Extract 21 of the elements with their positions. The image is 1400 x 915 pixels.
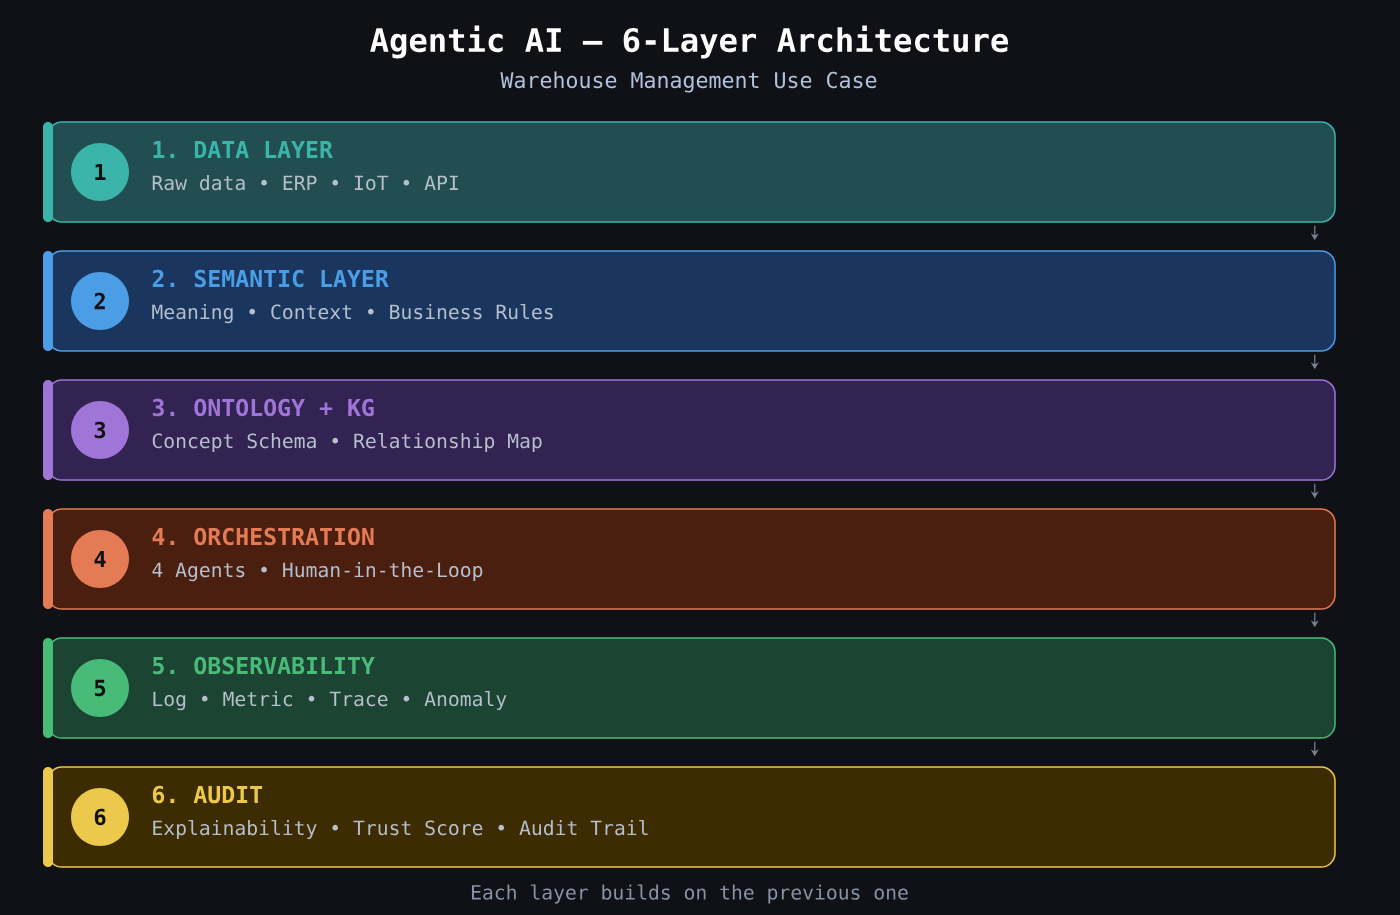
layer-description: Log • Metric • Trace • Anomaly <box>153 690 507 711</box>
layer-title: 2. SEMANTIC LAYER <box>152 269 389 288</box>
layer-box <box>43 250 1336 352</box>
caption: Each layer builds on the previous one <box>471 884 908 904</box>
layer-title: 1. DATA LAYER <box>153 141 333 158</box>
layer-box <box>43 637 1336 739</box>
layer-description: Raw data • ERP • IoT • API <box>152 175 458 191</box>
layer-description: 4 Agents • Human-in-the-Loop <box>152 562 483 582</box>
layer-box <box>43 508 1336 610</box>
layer-title: 6. AUDIT <box>152 785 263 804</box>
layer-title: 3. ONTOLOGY + KG <box>152 398 374 417</box>
layer-box <box>43 121 1336 223</box>
layer-description: Concept Schema • Relationship Map <box>152 432 542 453</box>
title: Agentic AI — 6-Layer Architecture <box>370 25 1008 59</box>
layer-box <box>43 766 1336 868</box>
layer-description: Explainability • Trust Score • Audit Trail <box>153 819 648 840</box>
subtitle: Warehouse Management Use Case <box>500 71 877 93</box>
layer-description: Meaning • Context • Business Rules <box>152 303 553 324</box>
layer-title: 5. OBSERVABILITY <box>153 656 375 675</box>
layer-box <box>43 379 1336 481</box>
layer-title: 4. ORCHESTRATION <box>152 527 374 546</box>
